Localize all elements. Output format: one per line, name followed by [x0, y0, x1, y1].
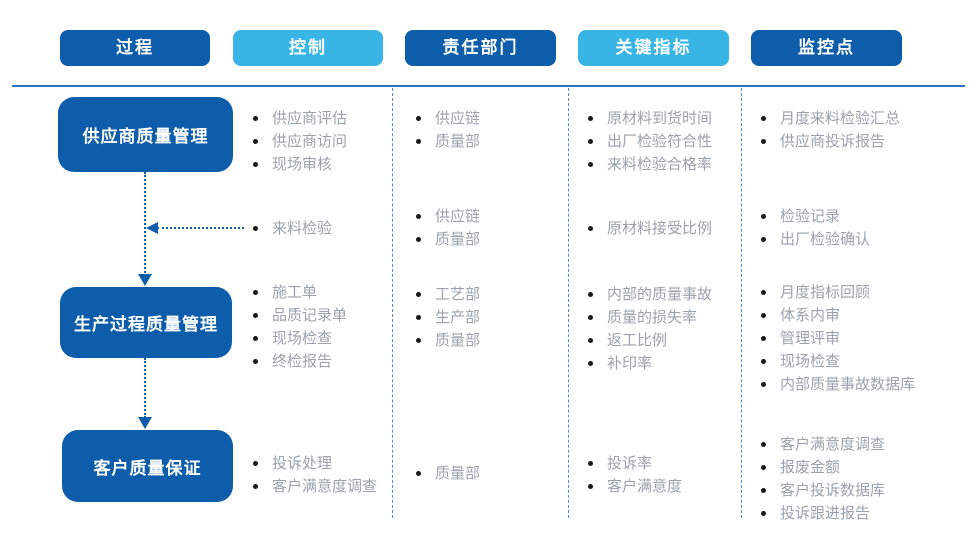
- list-item: 客户满意度: [585, 475, 745, 498]
- cell-row2-control: 来料检验: [250, 217, 395, 240]
- list-item: 补印率: [585, 352, 745, 375]
- list-item: 检验记录: [758, 205, 963, 228]
- list-item: 返工比例: [585, 329, 745, 352]
- list-item: 终检报告: [250, 350, 395, 373]
- list-item: 客户投诉数据库: [758, 479, 963, 502]
- column-separator-2: [568, 88, 569, 518]
- cell-row3-control: 施工单品质记录单现场检查终检报告: [250, 281, 395, 373]
- connector-box1-to-box2: [144, 172, 146, 276]
- column-header-department: 责任部门: [405, 30, 556, 66]
- list-item: 现场检查: [758, 350, 963, 373]
- cell-row1-indicators: 原材料到货时间出厂检验符合性来料检验合格率: [585, 107, 745, 176]
- list-item: 现场检查: [250, 327, 395, 350]
- list-item: 月度来料检验汇总: [758, 107, 963, 130]
- list-item: 质量的损失率: [585, 306, 745, 329]
- cell-row4-control: 投诉处理客户满意度调查: [250, 452, 395, 498]
- list-item: 来料检验合格率: [585, 153, 745, 176]
- list-item: 供应链: [413, 205, 543, 228]
- column-header-monitoring: 监控点: [751, 30, 902, 66]
- cell-row4-indicators: 投诉率客户满意度: [585, 452, 745, 498]
- list-item: 投诉跟进报告: [758, 502, 963, 525]
- list-item: 报废金额: [758, 456, 963, 479]
- cell-row1-department: 供应链质量部: [413, 107, 543, 153]
- list-item: 投诉率: [585, 452, 745, 475]
- cell-row2-department: 供应链质量部: [413, 205, 543, 251]
- list-item: 原材料到货时间: [585, 107, 745, 130]
- list-item: 质量部: [413, 329, 543, 352]
- list-item: 客户满意度调查: [758, 433, 963, 456]
- column-header-indicators: 关键指标: [578, 30, 729, 66]
- cell-row2-monitoring: 检验记录出厂检验确认: [758, 205, 963, 251]
- list-item: 供应商评估: [250, 107, 395, 130]
- list-item: 客户满意度调查: [250, 475, 395, 498]
- process-box-customer-quality: 客户质量保证: [62, 430, 233, 502]
- arrow-down-icon: [138, 274, 152, 286]
- column-separator-3: [741, 88, 742, 518]
- list-item: 投诉处理: [250, 452, 395, 475]
- arrow-left-icon: [146, 222, 158, 234]
- list-item: 施工单: [250, 281, 395, 304]
- column-header-process: 过程: [60, 30, 210, 66]
- list-item: 来料检验: [250, 217, 395, 240]
- list-item: 工艺部: [413, 283, 543, 306]
- connector-box2-to-box3: [144, 358, 146, 418]
- header-divider-line: [12, 85, 965, 87]
- cell-row3-monitoring: 月度指标回顾体系内审管理评审现场检查内部质量事故数据库: [758, 281, 963, 396]
- list-item: 体系内审: [758, 304, 963, 327]
- list-item: 质量部: [413, 130, 543, 153]
- list-item: 现场审核: [250, 153, 395, 176]
- process-box-supplier-quality: 供应商质量管理: [58, 97, 233, 172]
- arrow-down-icon: [138, 417, 152, 429]
- list-item: 生产部: [413, 306, 543, 329]
- list-item: 供应商投诉报告: [758, 130, 963, 153]
- list-item: 出厂检验符合性: [585, 130, 745, 153]
- list-item: 内部的质量事故: [585, 283, 745, 306]
- list-item: 供应链: [413, 107, 543, 130]
- list-item: 品质记录单: [250, 304, 395, 327]
- connector-incoming-inspection: [157, 227, 244, 229]
- column-separator-1: [392, 88, 393, 518]
- process-box-production-quality: 生产过程质量管理: [60, 287, 232, 358]
- list-item: 内部质量事故数据库: [758, 373, 963, 396]
- list-item: 质量部: [413, 462, 543, 485]
- cell-row3-indicators: 内部的质量事故质量的损失率返工比例补印率: [585, 283, 745, 375]
- list-item: 原材料接受比例: [585, 217, 745, 240]
- list-item: 管理评审: [758, 327, 963, 350]
- list-item: 出厂检验确认: [758, 228, 963, 251]
- cell-row4-department: 质量部: [413, 462, 543, 485]
- list-item: 月度指标回顾: [758, 281, 963, 304]
- cell-row4-monitoring: 客户满意度调查报废金额客户投诉数据库投诉跟进报告: [758, 433, 963, 525]
- cell-row1-control: 供应商评估供应商访问现场审核: [250, 107, 395, 176]
- column-header-control: 控制: [233, 30, 383, 66]
- list-item: 供应商访问: [250, 130, 395, 153]
- list-item: 质量部: [413, 228, 543, 251]
- cell-row1-monitoring: 月度来料检验汇总供应商投诉报告: [758, 107, 963, 153]
- cell-row2-indicators: 原材料接受比例: [585, 217, 745, 240]
- cell-row3-department: 工艺部生产部质量部: [413, 283, 543, 352]
